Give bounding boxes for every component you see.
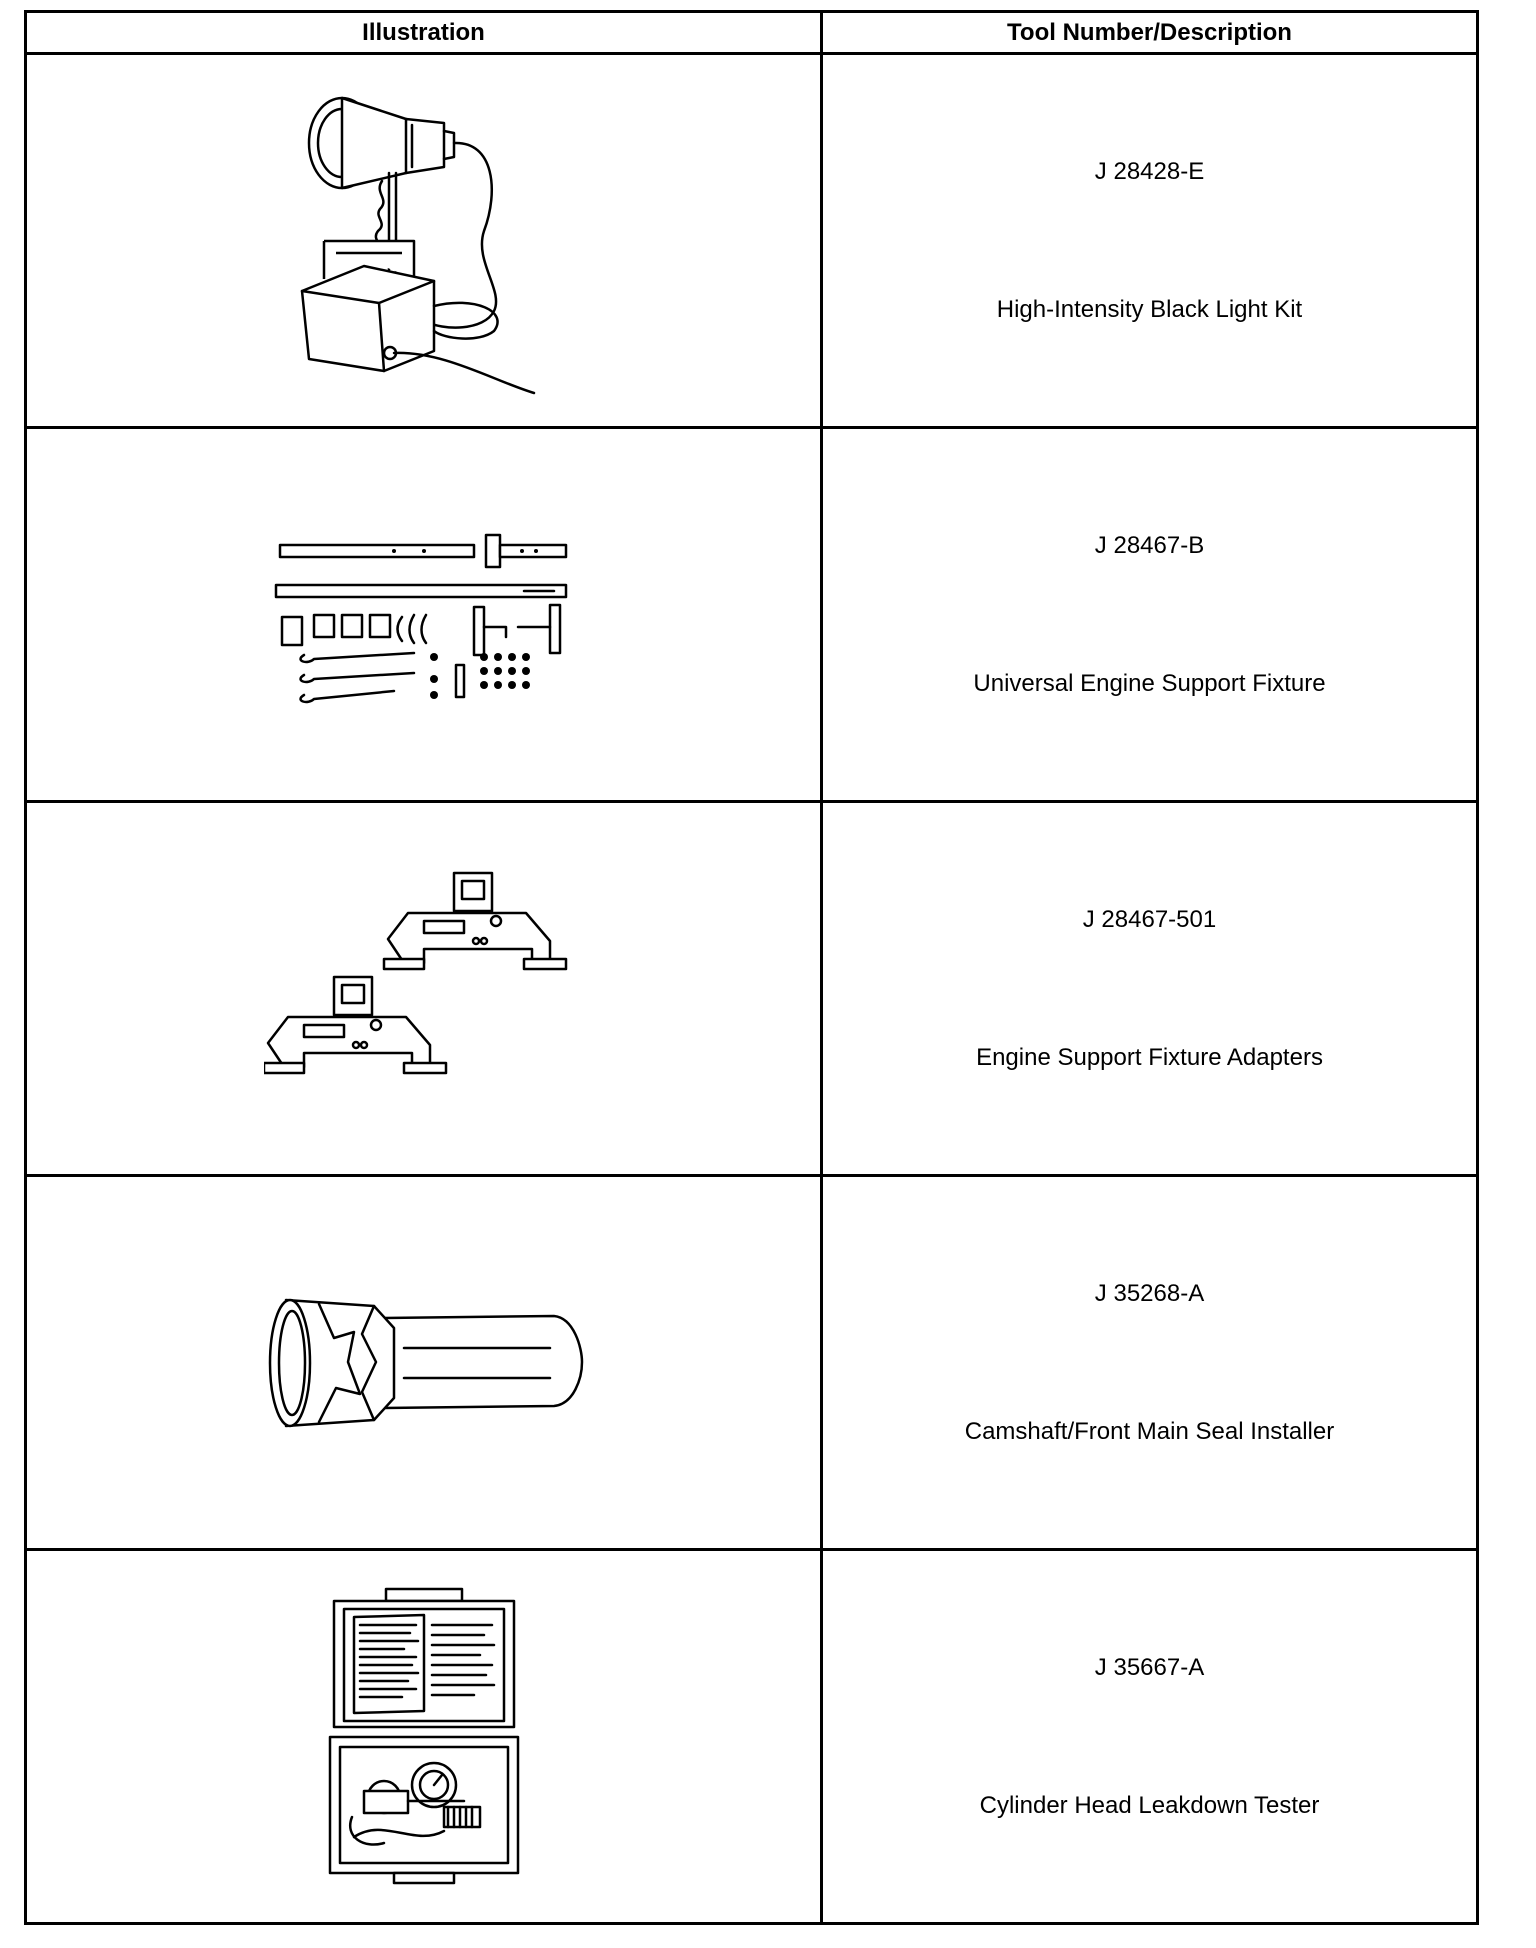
table-row: J 28467-B Universal Engine Support Fixtu… bbox=[24, 426, 1479, 803]
leakdown-tester-icon bbox=[328, 1587, 519, 1884]
tool-description: Cylinder Head Leakdown Tester bbox=[979, 1791, 1320, 1819]
illustration-cell bbox=[24, 1174, 823, 1551]
table-row: J 28467-501 Engine Support Fixture Adapt… bbox=[24, 800, 1479, 1177]
header-row: Illustration Tool Number/Description bbox=[24, 10, 1479, 55]
description-cell: J 28467-501 Engine Support Fixture Adapt… bbox=[820, 800, 1479, 1177]
illustration-cell bbox=[24, 52, 823, 429]
black-light-kit-icon bbox=[300, 96, 535, 394]
tool-description: Engine Support Fixture Adapters bbox=[976, 1043, 1323, 1071]
tool-description: High-Intensity Black Light Kit bbox=[996, 295, 1303, 323]
table-row: J 28428-E High-Intensity Black Light Kit bbox=[24, 52, 1479, 429]
engine-support-fixture-icon bbox=[274, 533, 567, 703]
tool-number: J 28428-E bbox=[1094, 157, 1205, 185]
description-cell: J 28428-E High-Intensity Black Light Kit bbox=[820, 52, 1479, 429]
tool-description: Universal Engine Support Fixture bbox=[973, 669, 1326, 697]
illustration-header: Illustration bbox=[24, 10, 823, 55]
fixture-adapters-icon bbox=[263, 871, 567, 1074]
tool-number: J 35667-A bbox=[1094, 1653, 1205, 1681]
description-cell: J 35667-A Cylinder Head Leakdown Tester bbox=[820, 1548, 1479, 1925]
tool-table: Illustration Tool Number/Description bbox=[24, 10, 1479, 1925]
table-row: J 35268-A Camshaft/Front Main Seal Insta… bbox=[24, 1174, 1479, 1551]
description-cell: J 35268-A Camshaft/Front Main Seal Insta… bbox=[820, 1174, 1479, 1551]
illustration-cell bbox=[24, 800, 823, 1177]
description-cell: J 28467-B Universal Engine Support Fixtu… bbox=[820, 426, 1479, 803]
illustration-cell bbox=[24, 426, 823, 803]
tool-number: J 28467-501 bbox=[1082, 905, 1217, 933]
seal-installer-icon bbox=[268, 1298, 583, 1427]
tool-number: J 28467-B bbox=[1094, 531, 1205, 559]
table-row: J 35667-A Cylinder Head Leakdown Tester bbox=[24, 1548, 1479, 1925]
illustration-cell bbox=[24, 1548, 823, 1925]
tool-header: Tool Number/Description bbox=[820, 10, 1479, 55]
tool-number: J 35268-A bbox=[1094, 1279, 1205, 1307]
tool-description: Camshaft/Front Main Seal Installer bbox=[964, 1417, 1335, 1445]
